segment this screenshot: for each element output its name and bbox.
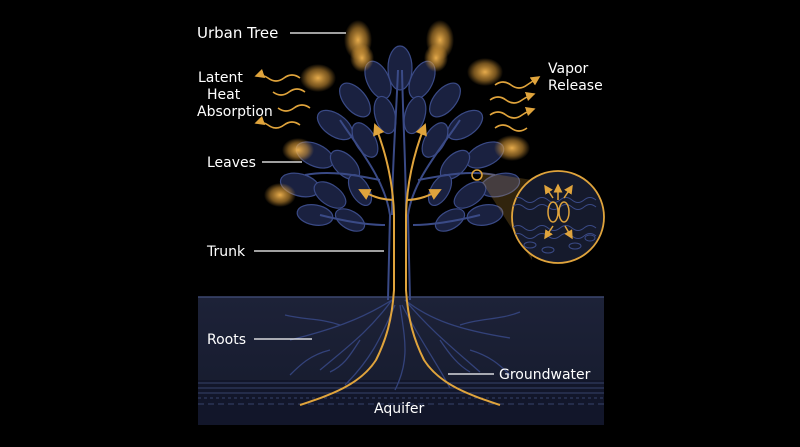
label-release: Release <box>548 78 603 94</box>
heat-arrows-left <box>254 68 311 129</box>
label-absorption: Absorption <box>197 104 273 120</box>
label-trunk: Trunk <box>206 244 246 260</box>
label-vapor: Vapor <box>548 61 589 77</box>
label-latent: Latent <box>198 70 243 86</box>
label-leaves: Leaves <box>207 155 256 171</box>
aquifer-layer <box>198 380 604 425</box>
label-roots: Roots <box>207 332 246 348</box>
leader-lines <box>254 32 494 375</box>
label-urban-tree: Urban Tree <box>197 24 278 42</box>
label-groundwater: Groundwater <box>499 367 591 383</box>
water-flow <box>299 123 501 406</box>
trunk <box>304 69 496 301</box>
stoma <box>544 183 573 240</box>
vapor-arrows-right <box>489 76 541 132</box>
vapor-plumes <box>264 20 530 207</box>
label-heat: Heat <box>207 87 241 103</box>
label-aquifer: Aquifer <box>374 401 425 417</box>
stomata-callout <box>471 169 605 264</box>
roots <box>284 299 521 391</box>
